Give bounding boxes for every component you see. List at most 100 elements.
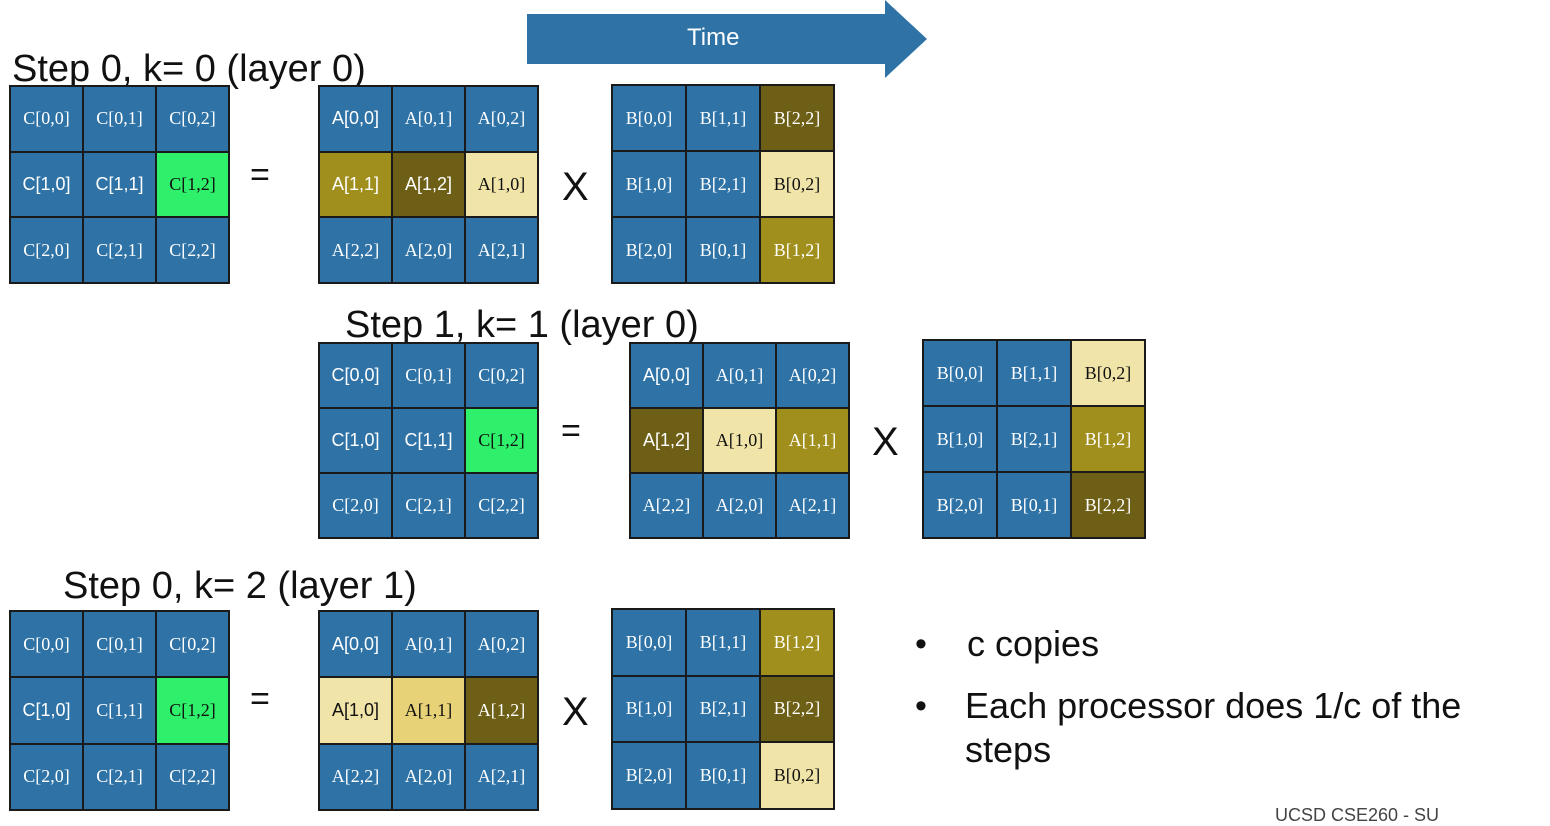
matrix-cell: C[1,1] — [392, 408, 465, 473]
matrix-cell: B[2,1] — [997, 406, 1071, 472]
matrix-cell: B[1,1] — [686, 609, 760, 676]
matrix-cell: C[1,0] — [319, 408, 392, 473]
matrix-cell: A[0,1] — [392, 86, 465, 152]
matrix-cell: C[0,0] — [10, 611, 83, 678]
matrix-cell: A[2,2] — [630, 473, 703, 538]
list-item: • Each processor does 1/c of the steps — [915, 684, 1535, 772]
matrix-cell: C[1,2] — [465, 408, 538, 473]
matrix-cell: A[0,2] — [776, 343, 849, 408]
matrix-c-step-1: C[0,0]C[0,1]C[0,2]C[1,0]C[1,1]C[1,2]C[2,… — [318, 342, 539, 539]
matrix-cell: A[2,1] — [465, 217, 538, 283]
times-sign: X — [562, 165, 589, 209]
matrix-b-step-2: B[0,0]B[1,1]B[1,2] B[1,0]B[2,1]B[2,2] B[2,… — [611, 608, 835, 810]
equals-sign: = — [561, 412, 581, 450]
matrix-cell: A[0,1] — [703, 343, 776, 408]
time-label: Time — [687, 24, 740, 51]
matrix-cell: A[0,2] — [465, 86, 538, 152]
matrix-a-step-0: A[0,0]A[0,1]A[0,2]A[1,1]A[1,2]A[1,0]A[2,… — [318, 85, 539, 284]
matrix-cell: C[1,1] — [83, 677, 156, 744]
matrix-cell: B[0,0] — [923, 340, 997, 406]
matrix-cell: C[2,1] — [83, 217, 156, 283]
matrix-cell: B[2,2] — [760, 675, 834, 743]
equals-sign: = — [250, 680, 270, 718]
matrix-cell: C[0,1] — [392, 343, 465, 408]
matrix-cell: C[0,1] — [83, 611, 156, 678]
matrix-cell: B[1,0] — [612, 675, 686, 743]
matrix-cell: B[0,2] — [1071, 340, 1145, 406]
step-label-0: Step 0, k= 0 (layer 0) — [12, 48, 366, 90]
matrix-cell: A[2,1] — [465, 743, 538, 810]
matrix-cell: B[0,1] — [686, 217, 760, 283]
matrix-cell: B[0,1] — [997, 472, 1071, 538]
matrix-cell: C[0,2] — [465, 343, 538, 408]
bullet-dot-icon: • — [915, 625, 927, 663]
matrix-cell: C[0,2] — [156, 86, 229, 152]
matrix-cell: B[2,2] — [1071, 472, 1145, 538]
matrix-cell: C[2,0] — [319, 473, 392, 538]
matrix-cell: A[1,2] — [630, 408, 703, 473]
bullet-dot-icon: • — [915, 687, 927, 725]
matrix-cell: A[1,1] — [776, 408, 849, 473]
times-sign: X — [562, 690, 589, 734]
matrix-cell: C[2,2] — [156, 217, 229, 283]
time-arrow: Time — [527, 0, 927, 78]
bullet-text: c copies — [967, 623, 1100, 664]
matrix-cell: C[2,1] — [392, 473, 465, 538]
bullet-text: Each processor does 1/c of the steps — [965, 685, 1462, 770]
matrix-cell: C[1,0] — [10, 151, 83, 218]
matrix-c-step-0: C[0,0]C[0,1]C[0,2]C[1,0]C[1,1]C[1,2]C[2,… — [9, 85, 230, 284]
matrix-cell: B[1,2] — [1071, 406, 1145, 472]
matrix-cell: A[1,2] — [465, 677, 538, 744]
matrix-cell: A[2,0] — [703, 473, 776, 538]
list-item: • c copies — [915, 622, 1535, 666]
matrix-cell: C[1,2] — [156, 151, 229, 218]
equals-sign: = — [250, 156, 270, 194]
matrix-cell: B[0,1] — [686, 742, 760, 809]
matrix-cell: A[1,0] — [319, 677, 392, 744]
matrix-cell: B[2,0] — [612, 217, 686, 283]
matrix-cell: A[0,0] — [319, 611, 392, 678]
matrix-cell: A[1,0] — [703, 408, 776, 473]
matrix-cell: C[0,2] — [156, 611, 229, 678]
matrix-cell: A[2,0] — [392, 743, 465, 810]
matrix-cell: C[1,2] — [156, 677, 229, 744]
matrix-cell: C[2,0] — [10, 743, 83, 810]
matrix-cell: C[2,2] — [465, 473, 538, 538]
matrix-cell: C[0,0] — [319, 343, 392, 408]
matrix-cell: A[0,0] — [319, 86, 392, 152]
matrix-cell: A[0,2] — [465, 611, 538, 678]
matrix-cell: B[2,2] — [760, 85, 834, 151]
matrix-cell: A[1,2] — [392, 151, 465, 218]
matrix-cell: A[2,0] — [392, 217, 465, 283]
arrow-right-icon — [527, 0, 927, 78]
matrix-cell: A[0,0] — [630, 343, 703, 408]
matrix-cell: B[1,2] — [760, 609, 834, 676]
matrix-b-step-1: B[0,0]B[1,1]B[0,2]B[1,0]B[2,1]B[1,2]B[2,… — [922, 339, 1146, 539]
matrix-cell: B[0,0] — [612, 609, 686, 676]
matrix-cell: B[1,1] — [686, 85, 760, 151]
matrix-cell: B[2,1] — [686, 675, 760, 743]
matrix-cell: C[2,0] — [10, 217, 83, 283]
footer-text: UCSD CSE260 - SU — [1275, 805, 1440, 825]
matrix-cell: A[1,1] — [392, 677, 465, 744]
matrix-cell: A[2,1] — [776, 473, 849, 538]
bullet-list: • c copies • Each processor does 1/c of … — [915, 622, 1535, 790]
matrix-cell: B[1,2] — [760, 217, 834, 283]
matrix-cell: B[1,0] — [923, 406, 997, 472]
matrix-cell: A[1,1] — [319, 151, 392, 218]
matrix-a-step-1: A[0,0]A[0,1]A[0,2]A[1,2]A[1,0]A[1,1]A[2,… — [629, 342, 850, 539]
matrix-cell: C[0,1] — [83, 86, 156, 152]
matrix-c-step-2: C[0,0]C[0,1]C[0,2]C[1,0]C[1,1]C[1,2]C[2,… — [9, 610, 230, 811]
matrix-cell: A[2,2] — [319, 217, 392, 283]
matrix-a-step-2: A[0,0]A[0,1]A[0,2]A[1,0]A[1,1]A[1,2]A[2,… — [318, 610, 539, 811]
matrix-cell: C[1,1] — [83, 151, 156, 218]
matrix-cell: A[2,2] — [319, 743, 392, 810]
matrix-cell: B[2,1] — [686, 151, 760, 217]
matrix-cell: B[2,0] — [612, 742, 686, 809]
matrix-cell: C[0,0] — [10, 86, 83, 152]
matrix-cell: C[2,2] — [156, 743, 229, 810]
matrix-cell: C[1,0] — [10, 677, 83, 744]
matrix-cell: A[1,0] — [465, 151, 538, 218]
matrix-cell: B[0,0] — [612, 85, 686, 151]
times-sign: X — [872, 420, 899, 464]
